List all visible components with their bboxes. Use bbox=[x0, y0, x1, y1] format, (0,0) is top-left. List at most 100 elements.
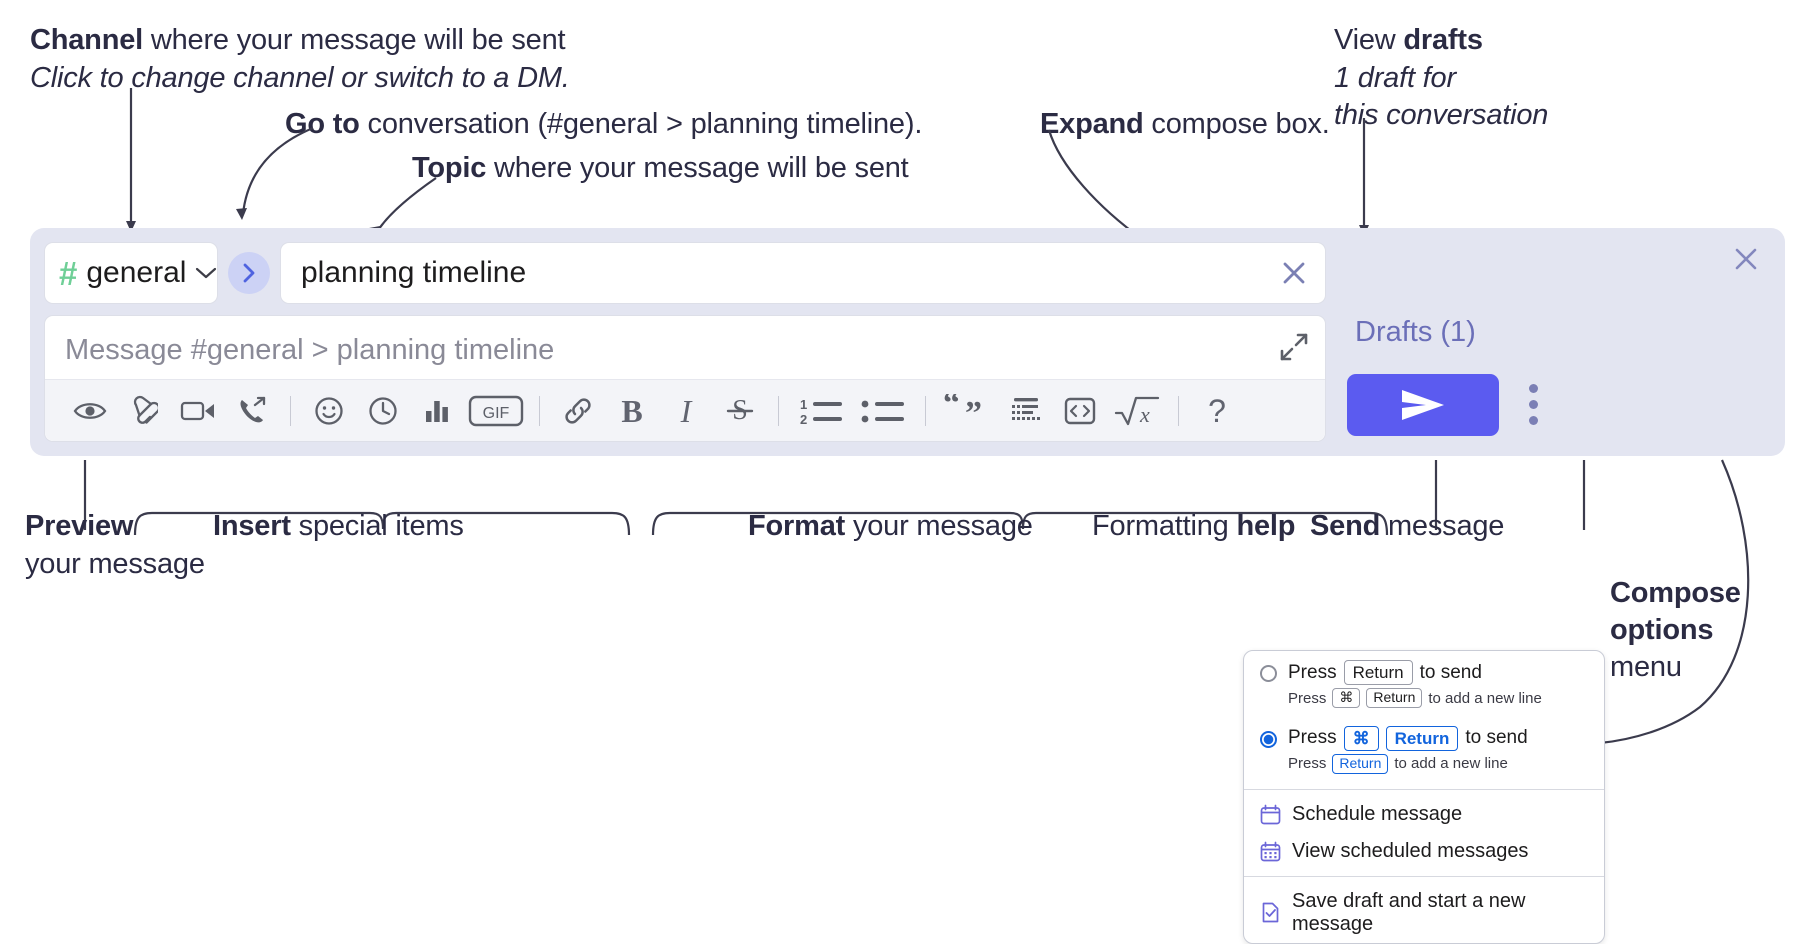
annotation-preview-rest: your message bbox=[25, 547, 205, 580]
annotation-format-bold: Format bbox=[748, 510, 846, 542]
bold-icon: B bbox=[621, 392, 643, 429]
code-brackets-icon bbox=[1064, 397, 1096, 424]
menu-divider bbox=[1244, 875, 1604, 877]
channel-selector[interactable]: # general bbox=[44, 242, 218, 304]
key-return: Return bbox=[1385, 725, 1459, 751]
strikethrough-button[interactable]: S bbox=[713, 388, 767, 434]
code-block-icon bbox=[1012, 397, 1040, 420]
send-area: Drafts (1) bbox=[1337, 242, 1767, 442]
hint-tail: to add a new line bbox=[1394, 755, 1508, 773]
annotation-drafts: View drafts 1 draft for this conversatio… bbox=[1334, 22, 1548, 135]
numbered-list-icon: 1 2 bbox=[800, 397, 842, 426]
annotation-formatting-help: Formatting help bbox=[1092, 508, 1295, 546]
toolbar-divider bbox=[778, 395, 779, 426]
menu-item-label: Save draft and start a new message bbox=[1292, 889, 1526, 935]
annotation-expand: Expand compose box. bbox=[1040, 106, 1330, 144]
audio-clip-button[interactable] bbox=[225, 388, 279, 434]
leader-lines-top bbox=[126, 88, 1369, 240]
topic-field[interactable] bbox=[280, 242, 1326, 304]
formatting-help-button[interactable]: ? bbox=[1190, 388, 1244, 434]
compose-header-row: # general bbox=[44, 242, 1326, 304]
close-icon bbox=[1735, 248, 1757, 270]
send-option-return-hint: Press ⌘ Return to add a new line bbox=[1244, 685, 1604, 717]
send-option-return[interactable]: Press Return to send bbox=[1244, 651, 1604, 686]
math-button[interactable]: x bbox=[1107, 388, 1167, 434]
ordered-list-button[interactable]: 1 2 bbox=[790, 388, 852, 434]
hint-press: Press bbox=[1288, 689, 1327, 707]
svg-text:GIF: GIF bbox=[483, 405, 510, 422]
annotation-channel-rest: where your message will be sent bbox=[143, 24, 566, 56]
bulleted-list-icon bbox=[861, 400, 904, 422]
key-return: Return bbox=[1366, 688, 1423, 708]
expand-compose-button[interactable] bbox=[1279, 332, 1309, 362]
expand-icon bbox=[1280, 333, 1308, 361]
preview-button[interactable] bbox=[63, 388, 117, 434]
annotation-send-bold: Send bbox=[1310, 510, 1381, 542]
quote-icon: “ ” bbox=[943, 394, 982, 428]
italic-button[interactable]: I bbox=[659, 388, 713, 434]
annotation-insert-bold: Insert bbox=[213, 510, 291, 542]
annotation-preview-bold: Preview bbox=[25, 510, 134, 542]
video-clip-button[interactable] bbox=[171, 388, 225, 434]
radio-button-return[interactable] bbox=[1260, 665, 1277, 682]
topic-clear-button[interactable] bbox=[1277, 256, 1311, 290]
menu-item-schedule-message[interactable]: Schedule message bbox=[1244, 796, 1604, 833]
send-option-cmd-return[interactable]: Press ⌘ Return to send bbox=[1244, 717, 1604, 751]
blockquote-button[interactable]: “ ” bbox=[937, 388, 999, 434]
annotation-insert: Insert special items bbox=[213, 508, 464, 546]
annotation-compose-rest: menu bbox=[1610, 650, 1682, 683]
annotation-format-rest: your message bbox=[845, 510, 1033, 542]
message-placeholder: Message #general > planning timeline bbox=[65, 334, 555, 366]
menu-item-save-draft[interactable]: Save draft and start a new message bbox=[1244, 883, 1604, 943]
link-icon bbox=[565, 397, 591, 424]
message-compose-box[interactable]: Message #general > planning timeline bbox=[44, 315, 1326, 442]
topic-input[interactable] bbox=[299, 255, 1277, 291]
bold-button[interactable]: B bbox=[605, 388, 659, 434]
kebab-menu-icon bbox=[1528, 415, 1538, 425]
option-return-tosend: to send bbox=[1419, 661, 1482, 683]
channel-name-label: general bbox=[86, 256, 187, 289]
drafts-link[interactable]: Drafts (1) bbox=[1355, 316, 1476, 348]
compose-panel: # general Message bbox=[30, 228, 1785, 456]
link-button[interactable] bbox=[551, 388, 605, 434]
menu-item-view-scheduled-messages[interactable]: View scheduled messages bbox=[1244, 833, 1604, 870]
svg-text:“: “ bbox=[943, 394, 960, 422]
send-button[interactable] bbox=[1347, 374, 1499, 436]
emoji-button[interactable] bbox=[302, 388, 356, 434]
eye-icon bbox=[73, 402, 107, 419]
file-check-icon bbox=[1262, 902, 1279, 923]
svg-text:1: 1 bbox=[800, 397, 807, 412]
inline-code-button[interactable] bbox=[1053, 388, 1107, 434]
close-icon bbox=[1283, 262, 1305, 284]
compose-options-button[interactable] bbox=[1515, 382, 1551, 426]
key-return: Return bbox=[1332, 754, 1389, 774]
annotation-topic-bold: Topic bbox=[412, 152, 487, 184]
poll-button[interactable] bbox=[410, 388, 464, 434]
go-to-conversation-button[interactable] bbox=[228, 252, 270, 294]
menu-item-label: View scheduled messages bbox=[1292, 839, 1529, 862]
kebab-menu-icon bbox=[1528, 383, 1538, 393]
code-block-button[interactable] bbox=[999, 388, 1053, 434]
calendar-grid-icon bbox=[1260, 841, 1281, 861]
hint-press: Press bbox=[1288, 755, 1327, 773]
toolbar-divider bbox=[290, 395, 291, 426]
svg-text:”: ” bbox=[965, 395, 982, 428]
panel-close-button[interactable] bbox=[1729, 242, 1763, 276]
schedule-button[interactable] bbox=[356, 388, 410, 434]
annotation-goto-rest: conversation (#general > planning timeli… bbox=[359, 108, 923, 140]
send-option-cmd-return-hint: Press Return to add a new line bbox=[1244, 751, 1604, 783]
bulleted-list-button[interactable] bbox=[852, 388, 914, 434]
calendar-icon bbox=[1260, 804, 1281, 824]
gif-button[interactable]: GIF bbox=[464, 388, 528, 434]
svg-text:x: x bbox=[1139, 402, 1150, 427]
annotation-topic-rest: where your message will be sent bbox=[486, 152, 909, 184]
radio-button-cmd-return[interactable] bbox=[1260, 730, 1277, 748]
italic-icon: I bbox=[680, 392, 692, 429]
svg-text:2: 2 bbox=[800, 412, 807, 426]
question-mark-icon: ? bbox=[1208, 392, 1226, 429]
key-command: ⌘ bbox=[1343, 725, 1379, 751]
kebab-menu-icon bbox=[1528, 399, 1538, 409]
strikethrough-icon: S bbox=[726, 395, 754, 426]
attach-file-button[interactable] bbox=[117, 388, 171, 434]
phone-forward-icon bbox=[240, 396, 266, 422]
